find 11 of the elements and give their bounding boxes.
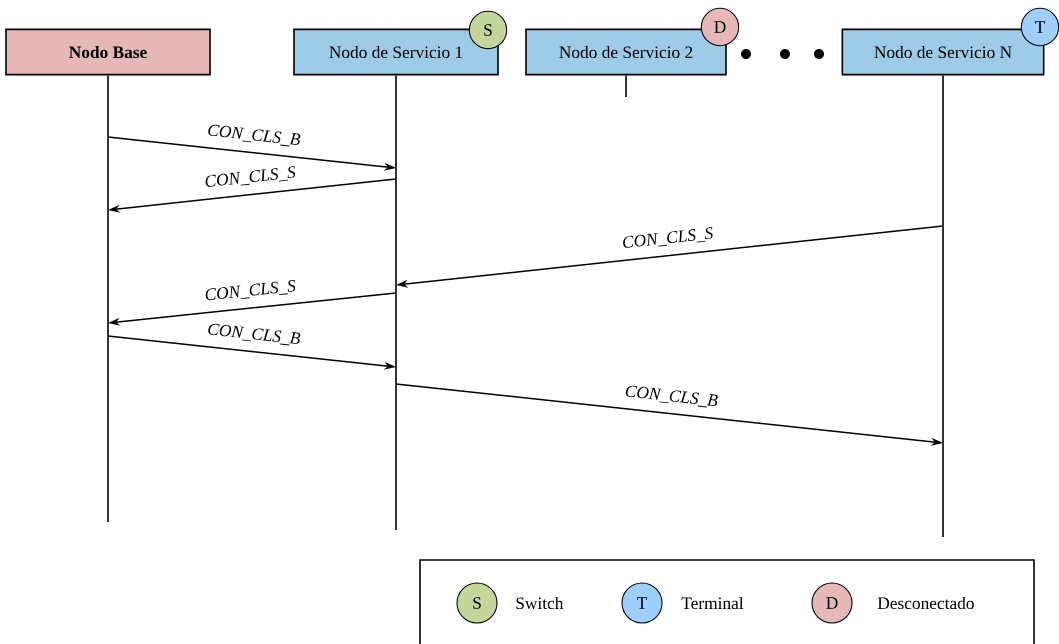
legend-label: Switch <box>516 596 564 610</box>
edge-label: CON_CLS_S <box>205 279 296 301</box>
status-badge: S <box>468 10 508 50</box>
edge-label: CON_CLS_B <box>208 124 301 147</box>
legend-label: Terminal <box>681 596 744 610</box>
edge-label: CON_CLS_S <box>205 166 296 187</box>
edge-label: CON_CLS_S <box>623 227 713 248</box>
legend-label: Desconectado <box>877 596 974 610</box>
edge-label: CON_CLS_B <box>208 323 301 346</box>
edge-label: CON_CLS_B <box>625 385 718 408</box>
participant-box: Nodo Base <box>5 28 211 76</box>
